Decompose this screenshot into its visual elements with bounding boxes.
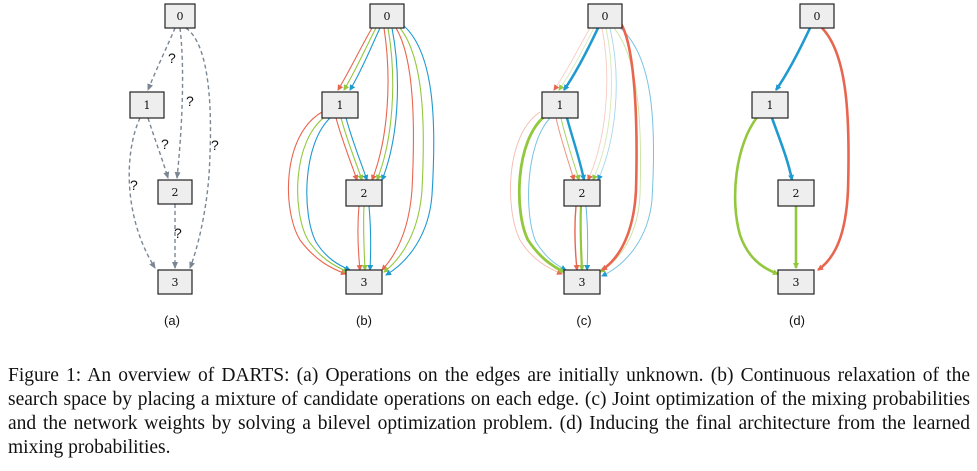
svg-text:2: 2 bbox=[793, 187, 800, 200]
edge-b-0-2-blue bbox=[381, 27, 398, 181]
panel-c: 0 1 2 3 (c) bbox=[510, 3, 655, 328]
edge-c-0-3-blue bbox=[601, 25, 655, 277]
edge-b-1-2-red bbox=[335, 117, 359, 181]
panel-label-c: (c) bbox=[576, 313, 591, 328]
svg-text:0: 0 bbox=[384, 10, 391, 23]
edge-b-1-2-blue bbox=[345, 117, 369, 181]
edge-c-1-3-red bbox=[510, 111, 563, 275]
edge-c-0-2-blue bbox=[597, 27, 617, 181]
edge-a-1-2 bbox=[147, 117, 170, 179]
svg-text:0: 0 bbox=[602, 10, 609, 23]
svg-text:1: 1 bbox=[557, 99, 564, 112]
node-a-3: 3 bbox=[157, 269, 193, 295]
edge-a-0-1 bbox=[147, 27, 176, 91]
panel-d-edges bbox=[733, 27, 850, 276]
node-a-0: 0 bbox=[164, 3, 196, 29]
edge-b-0-2-green bbox=[376, 27, 394, 181]
edge-c-1-2-green bbox=[560, 117, 581, 181]
svg-text:2: 2 bbox=[361, 187, 368, 200]
edge-b-1-3-red bbox=[287, 111, 347, 276]
edge-b-0-2-red bbox=[371, 27, 389, 181]
edge-b-2-3-blue bbox=[367, 205, 374, 271]
edge-b-1-3-green bbox=[297, 115, 349, 273]
edge-c-1-3-green bbox=[517, 114, 565, 274]
panel-label-b: (b) bbox=[356, 313, 372, 328]
panel-c-edges bbox=[510, 21, 655, 277]
panel-a-edges bbox=[128, 27, 212, 269]
edge-label-a-1-2: ? bbox=[161, 136, 169, 152]
edge-b-1-2-green bbox=[340, 117, 364, 181]
edge-c-2-3-red bbox=[573, 205, 580, 271]
edge-d-1-2-blue bbox=[770, 117, 794, 181]
edge-b-0-1-green bbox=[343, 27, 377, 91]
edge-label-a-2-3: ? bbox=[174, 225, 182, 241]
edge-c-0-3-green bbox=[599, 27, 642, 273]
edge-c-1-2-blue bbox=[565, 117, 586, 181]
edge-a-0-3 bbox=[185, 27, 212, 269]
node-c-3: 3 bbox=[563, 269, 601, 295]
edge-b-0-3-blue bbox=[385, 25, 435, 276]
node-d-2: 2 bbox=[777, 179, 815, 207]
svg-text:1: 1 bbox=[337, 99, 344, 112]
edge-c-0-2-red bbox=[587, 27, 608, 181]
edge-d-0-3-red bbox=[817, 27, 850, 272]
node-c-0: 0 bbox=[587, 3, 623, 29]
edge-a-0-2 bbox=[174, 27, 184, 179]
node-c-1: 1 bbox=[541, 91, 579, 119]
panel-b-edges bbox=[287, 25, 435, 276]
panel-d: 0 1 2 3 (d) bbox=[733, 3, 850, 328]
node-d-0: 0 bbox=[799, 3, 835, 29]
svg-text:3: 3 bbox=[172, 276, 179, 289]
svg-text:1: 1 bbox=[767, 99, 774, 112]
edge-c-1-3-blue bbox=[528, 117, 567, 271]
edge-label-a-0-1: ? bbox=[168, 50, 176, 66]
edge-b-1-3-blue bbox=[306, 117, 351, 271]
node-d-3: 3 bbox=[777, 269, 815, 295]
edge-label-a-0-2: ? bbox=[186, 93, 194, 109]
svg-text:3: 3 bbox=[579, 276, 586, 289]
edge-c-2-3-blue bbox=[584, 205, 591, 271]
node-a-2: 2 bbox=[157, 179, 193, 205]
node-b-1: 1 bbox=[321, 91, 359, 119]
node-b-3: 3 bbox=[345, 269, 383, 295]
svg-text:2: 2 bbox=[579, 187, 586, 200]
panel-label-d: (d) bbox=[789, 313, 805, 328]
panel-label-a: (a) bbox=[164, 313, 180, 328]
edge-label-a-1-3: ? bbox=[130, 177, 138, 193]
edge-c-0-2-green bbox=[592, 27, 612, 181]
svg-text:3: 3 bbox=[361, 276, 368, 289]
edge-b-2-3-green bbox=[361, 205, 368, 271]
edge-b-0-3-red bbox=[381, 27, 415, 271]
edge-d-0-1-blue bbox=[774, 27, 812, 91]
edge-c-0-3-red bbox=[601, 21, 638, 272]
node-b-2: 2 bbox=[345, 179, 383, 207]
svg-text:2: 2 bbox=[172, 186, 179, 199]
edge-a-1-3 bbox=[128, 117, 156, 269]
edge-b-0-1-blue bbox=[349, 27, 381, 91]
node-c-2: 2 bbox=[563, 179, 601, 207]
panel-b: 0 1 2 3 (b) bbox=[287, 3, 435, 328]
edge-b-0-3-green bbox=[383, 27, 424, 273]
darts-overview-figure: ? ? ? ? ? ? 0 1 2 3 (a) bbox=[128, 3, 850, 328]
node-d-1: 1 bbox=[751, 91, 789, 119]
node-a-1: 1 bbox=[129, 91, 165, 119]
edge-d-1-3-green bbox=[733, 115, 779, 276]
edge-b-2-3-red bbox=[356, 205, 363, 271]
edge-c-0-1-green bbox=[558, 27, 595, 91]
node-b-0: 0 bbox=[369, 3, 405, 29]
svg-text:1: 1 bbox=[144, 99, 151, 112]
svg-text:0: 0 bbox=[177, 10, 184, 23]
edge-c-0-1-red bbox=[553, 27, 591, 91]
edge-c-2-3-green bbox=[578, 205, 585, 271]
svg-text:3: 3 bbox=[793, 276, 800, 289]
svg-text:0: 0 bbox=[814, 10, 821, 23]
edge-b-0-1-red bbox=[337, 27, 373, 91]
edge-c-1-2-red bbox=[555, 117, 576, 181]
panel-a: ? ? ? ? ? ? 0 1 2 3 (a) bbox=[128, 3, 219, 328]
figure-caption: Figure 1: An overview of DARTS: (a) Oper… bbox=[8, 365, 970, 458]
edge-c-0-1-blue bbox=[562, 27, 600, 91]
edge-label-a-0-3: ? bbox=[211, 137, 219, 153]
